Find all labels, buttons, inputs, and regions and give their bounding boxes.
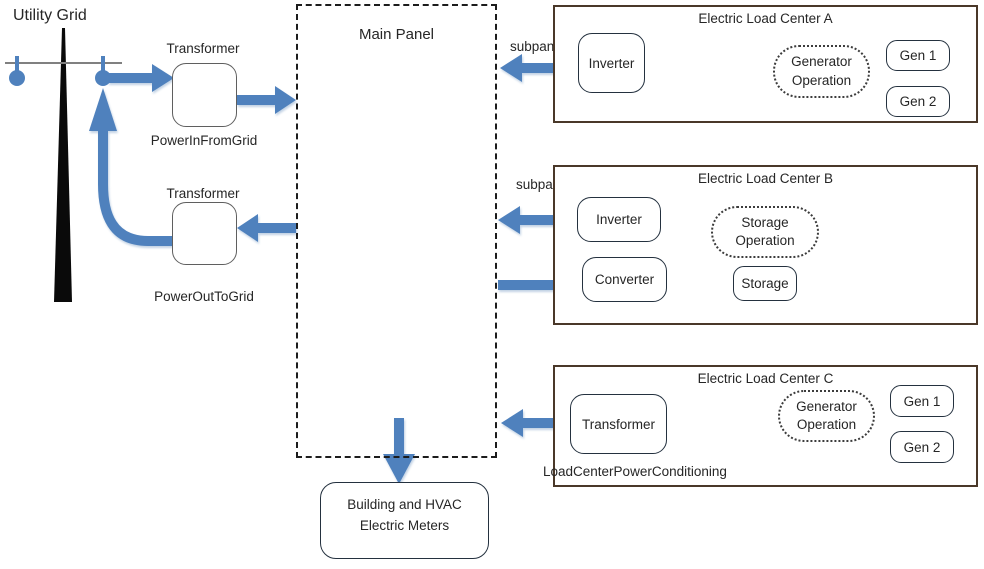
load-center-a-title: Electric Load Center A — [698, 11, 833, 26]
building-meters-box: Building and HVAC Electric Meters — [320, 482, 489, 559]
building-meters-line2: Electric Meters — [359, 517, 450, 533]
gen1-a-shape: Gen 1 — [886, 40, 950, 71]
main-panel-label: Main Panel — [358, 26, 435, 43]
inverter-b-shape: Inverter — [577, 197, 661, 242]
main-panel: Main Panel — [296, 4, 497, 458]
gen2-a-label: Gen 2 — [899, 94, 937, 109]
arrow-powerin-to-mainpanel — [237, 86, 296, 114]
transformer-c-shape: Transformer — [570, 394, 667, 454]
subpanel-label-a: subpanel — [510, 39, 565, 54]
generator-operation-c-line1: Generator — [796, 398, 857, 414]
load-center-b: Electric Load Center B Inverter Converte… — [553, 165, 978, 325]
inverter-b-label: Inverter — [596, 212, 642, 227]
arrow-powerout-to-grid — [89, 88, 172, 246]
gen1-a-label: Gen 1 — [899, 48, 937, 63]
inverter-a-shape: Inverter — [578, 33, 645, 93]
utility-pole-icon — [54, 28, 72, 302]
powerin-transformer-shape — [172, 63, 237, 127]
generator-operation-a-line2: Operation — [791, 72, 852, 88]
storage-operation-b-line1: Storage — [741, 214, 789, 230]
insulator-left-icon — [9, 56, 25, 86]
storage-b-shape: Storage — [733, 266, 797, 301]
insulator-right-icon — [95, 56, 111, 86]
load-center-power-conditioning-label: LoadCenterPowerConditioning — [543, 464, 727, 479]
powerout-name-label: PowerOutToGrid — [154, 289, 254, 304]
storage-operation-b: Storage Operation — [711, 206, 819, 258]
generator-operation-a: Generator Operation — [773, 45, 870, 98]
gen2-c-shape: Gen 2 — [890, 431, 954, 463]
arrow-mainpanel-to-powerout — [237, 214, 296, 242]
arrow-grid-to-powerin — [108, 64, 174, 92]
generator-operation-c: Generator Operation — [778, 390, 875, 442]
generator-operation-c-line2: Operation — [796, 417, 857, 432]
generator-operation-a-line1: Generator — [791, 54, 852, 70]
load-center-b-title: Electric Load Center B — [697, 171, 834, 186]
load-center-c: Electric Load Center C Transformer Gener… — [543, 365, 978, 487]
powerout-transformer-label: Transformer — [166, 186, 240, 201]
gen2-c-label: Gen 2 — [903, 439, 941, 455]
gen1-c-label: Gen 1 — [903, 393, 941, 409]
powerin-transformer-label: Transformer — [166, 41, 240, 56]
utility-grid-label: Utility Grid — [13, 7, 87, 24]
load-center-a: Electric Load Center A Inverter Generato… — [553, 5, 978, 123]
gen1-c-shape: Gen 1 — [890, 385, 954, 417]
converter-b-shape: Converter — [582, 257, 667, 302]
storage-operation-b-line2: Operation — [735, 233, 795, 248]
gen2-a-shape: Gen 2 — [886, 86, 950, 117]
inverter-a-label: Inverter — [588, 55, 635, 71]
building-meters-line1: Building and HVAC — [347, 497, 462, 512]
powerout-transformer-shape — [172, 202, 237, 265]
transformer-c-label: Transformer — [581, 416, 655, 432]
powerin-name-label: PowerInFromGrid — [150, 133, 258, 148]
load-center-c-title: Electric Load Center C — [697, 371, 834, 386]
storage-b-label: Storage — [741, 276, 789, 291]
converter-b-label: Converter — [594, 272, 655, 287]
